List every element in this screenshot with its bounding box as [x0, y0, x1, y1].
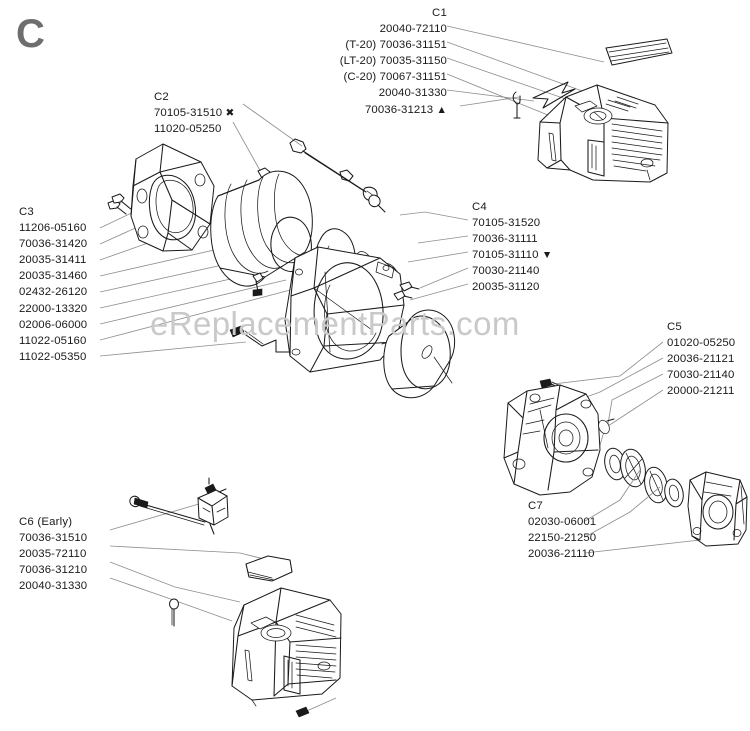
part-flange-washer-stack: [315, 228, 402, 299]
part-bearing-d: [664, 478, 684, 508]
part-number-c3-6[interactable]: 02006-06000: [19, 318, 88, 331]
part-number-c5-3[interactable]: 20000-21211: [667, 385, 735, 398]
part-screw-right-upper: [368, 194, 386, 213]
part-engine-cover-top-right: [537, 84, 669, 183]
leader-lines-c4: [399, 211, 469, 301]
group-header-c1: C1: [432, 7, 447, 19]
part-number-c7-1[interactable]: 22150-21250: [528, 532, 597, 545]
part-number-c1-4[interactable]: 20040-31330: [378, 87, 447, 100]
part-bolt-c5-left: [539, 378, 570, 393]
part-filter-cover-pad: [245, 555, 293, 582]
leader-lines-c1: [446, 25, 605, 121]
part-number-c5-0[interactable]: 01020-05250: [667, 337, 736, 350]
watermark: eReplacementParts.com: [150, 305, 520, 342]
part-bearing-c: [644, 466, 668, 504]
part-number-c5-1[interactable]: 20036-21121: [667, 353, 735, 366]
part-number-c4-0[interactable]: 70105-31520: [472, 217, 541, 230]
part-number-c1-0[interactable]: 20040-72110: [379, 23, 447, 36]
part-starter-pulley-drum: [210, 170, 313, 287]
part-number-c3-1[interactable]: 70036-31420: [19, 238, 88, 251]
part-air-filter-cover-plate: [605, 38, 673, 66]
part-number-c3-7[interactable]: 11022-05160: [19, 334, 87, 347]
parts-group-c4: C4 70105-31520 70036-31111 70105-31110 ▼…: [472, 199, 552, 296]
part-starter-housing: [130, 143, 215, 252]
part-screw-c6-lower: [295, 697, 337, 718]
part-number-c4-1[interactable]: 70036-31111: [472, 233, 538, 246]
part-stop-switch-assembly: [197, 477, 229, 535]
parts-group-c1: C1 20040-72110 (T-20) 70036-31151 (LT-20…: [247, 5, 447, 118]
part-bearing-a: [604, 447, 626, 481]
part-number-c6-0[interactable]: 70036-31510: [19, 532, 88, 545]
part-bolt-c4-upper: [399, 281, 420, 292]
part-bolt-c4-lower: [393, 290, 413, 301]
group-header-c7: C7: [528, 500, 543, 512]
parts-group-c6: C6 (Early) 70036-31510 20035-72110 70036…: [19, 514, 87, 594]
part-number-c4-2[interactable]: 70105-31110 ▼: [472, 249, 553, 262]
parts-group-c7: C7 02030-06001 22150-21250 20036-21110: [528, 498, 596, 562]
part-throttle-cable: [289, 138, 378, 202]
plate-letter: C: [16, 12, 45, 56]
part-number-c1-5[interactable]: 70036-31213 ▲: [364, 103, 447, 116]
part-number-c3-0[interactable]: 11206-05160: [19, 222, 87, 235]
group-header-c4: C4: [472, 201, 487, 213]
triangle-down-icon: ▼: [541, 249, 553, 262]
part-number-c1-3[interactable]: (C-20) 70067-31151: [343, 71, 447, 84]
part-number-c3-5[interactable]: 22000-13320: [19, 302, 88, 315]
parts-group-c2: C2 70105-31510 ✖ 11020-05250: [154, 89, 234, 137]
part-number-c2-0[interactable]: 70105-31510 ✖: [154, 107, 235, 120]
part-bolt-c5-right: [598, 418, 615, 435]
part-number-c7-2[interactable]: 20036-21110: [528, 548, 595, 561]
part-number-c1-1[interactable]: (T-20) 70036-31151: [345, 39, 447, 52]
part-screw-c2: [257, 167, 280, 187]
part-screw-c3-mid: [252, 272, 264, 297]
part-screw-c6: [169, 598, 179, 627]
part-number-c6-3[interactable]: 20040-31330: [19, 580, 88, 593]
part-cover-clip: [512, 91, 521, 119]
part-number-c7-0[interactable]: 02030-06001: [528, 516, 597, 529]
leader-lines-c5: [544, 341, 664, 453]
part-number-c5-2[interactable]: 70030-21140: [667, 369, 735, 382]
part-number-c3-4[interactable]: 02432-26120: [19, 286, 88, 299]
part-crankcase-half-right: [687, 471, 748, 547]
leader-lines-c7: [584, 469, 701, 554]
part-screw-c3-left-a: [107, 199, 127, 215]
part-number-c2-1[interactable]: 11020-05250: [154, 123, 222, 136]
part-number-c4-4[interactable]: 20035-31120: [472, 281, 540, 294]
part-number-c4-3[interactable]: 70030-21140: [472, 265, 540, 278]
part-screw-c3-left-b: [111, 193, 133, 211]
part-number-c3-3[interactable]: 20035-31460: [19, 270, 88, 283]
part-assembly-arrow: [532, 81, 576, 109]
triangle-up-icon: ▲: [436, 103, 447, 116]
group-header-c2: C2: [154, 91, 169, 103]
part-number-c6-1[interactable]: 20035-72110: [19, 548, 87, 561]
part-bearing-b: [620, 448, 646, 488]
part-engine-cover-bottom: [231, 587, 342, 707]
group-header-c5: C5: [667, 321, 682, 333]
part-number-c6-2[interactable]: 70036-31210: [19, 564, 88, 577]
group-header-c6: C6 (Early): [19, 516, 73, 528]
part-number-c1-2[interactable]: (LT-20) 70035-31150: [339, 55, 447, 68]
part-crankcase-half-left: [503, 384, 601, 496]
parts-group-c5: C5 01020-05250 20036-21121 70030-21140 2…: [667, 319, 735, 399]
part-number-c3-2[interactable]: 20035-31411: [19, 254, 87, 267]
parts-group-c3: C3 11206-05160 70036-31420 20035-31411 2…: [19, 204, 87, 365]
part-number-c3-8[interactable]: 11022-05350: [19, 350, 87, 363]
group-header-c3: C3: [19, 206, 34, 218]
part-throttle-rod: [129, 495, 206, 526]
leader-lines-c6: [109, 498, 269, 622]
cross-mark-icon: ✖: [225, 107, 235, 120]
